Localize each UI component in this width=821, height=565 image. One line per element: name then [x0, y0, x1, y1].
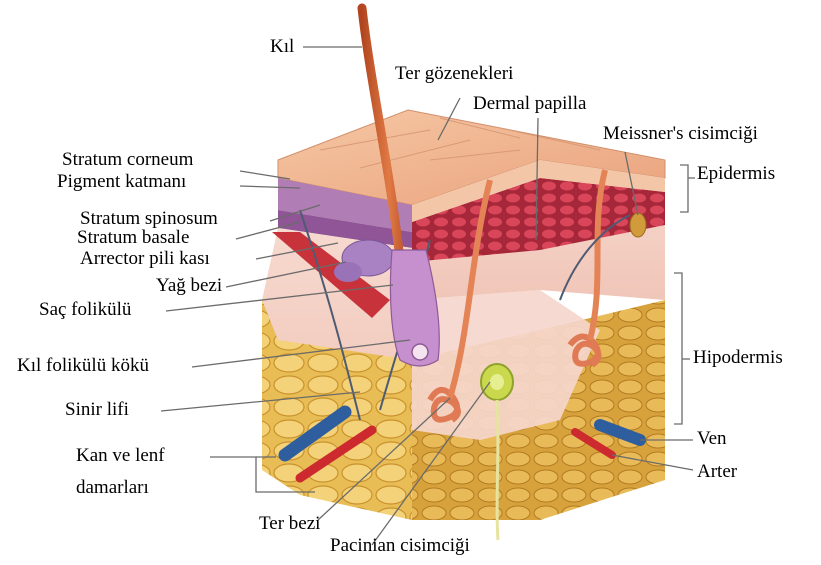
label-kil: Kıl: [270, 37, 294, 57]
label-meissner: Meissner's cisimciği: [603, 124, 758, 144]
label-kan-ve-lenf: Kan ve lenf: [76, 446, 165, 466]
label-sac-folikulu: Saç folikülü: [39, 300, 131, 320]
label-arrector-pili: Arrector pili kası: [80, 249, 210, 269]
label-hipodermis: Hipodermis: [693, 348, 783, 368]
label-stratum-basale: Stratum basale: [77, 228, 189, 248]
label-pigment-katmani: Pigment katmanı: [57, 172, 186, 192]
sebaceous-gland-lobe: [334, 262, 362, 282]
pacinian-nerve: [497, 400, 498, 540]
label-ter-bezi: Ter bezi: [259, 514, 320, 534]
label-ter-gozenekleri: Ter gözenekleri: [395, 64, 513, 84]
label-sinir-lifi: Sinir lifi: [65, 400, 129, 420]
label-stratum-spinosum: Stratum spinosum: [80, 209, 218, 229]
label-dermal-papilla: Dermal papilla: [473, 94, 586, 114]
label-pacinian: Pacinian cisimciği: [330, 536, 470, 556]
label-epidermis: Epidermis: [697, 164, 775, 184]
hair-bulb: [412, 344, 428, 360]
label-damarlari: damarları: [76, 478, 149, 498]
label-stratum-corneum: Stratum corneum: [62, 150, 193, 170]
label-kil-folikulu-koku: Kıl folikülü kökü: [17, 356, 149, 376]
pacinian-core: [490, 374, 504, 390]
meissner-corpuscle: [630, 213, 646, 237]
label-arter: Arter: [697, 462, 737, 482]
label-ven: Ven: [697, 429, 727, 449]
label-yag-bezi: Yağ bezi: [156, 276, 222, 296]
